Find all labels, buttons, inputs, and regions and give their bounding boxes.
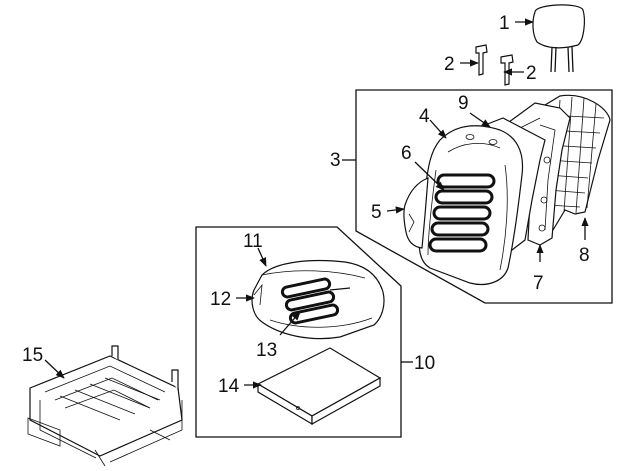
callout-7: 7: [533, 273, 544, 294]
headrest-guide-right: [500, 54, 514, 86]
callout-9: 9: [458, 93, 469, 114]
seat-track: [27, 345, 183, 467]
backrest-heater: [428, 173, 496, 253]
callout-2-left: 2: [444, 54, 455, 75]
callout-4: 4: [419, 106, 430, 127]
cushion-heater: [280, 277, 351, 325]
headrest-guide-left: [475, 44, 488, 76]
seatback-group-frame: [355, 89, 613, 304]
callout-10: 10: [414, 353, 435, 374]
backrest-cover: [418, 125, 524, 286]
callout-14: 14: [218, 376, 240, 397]
callout-15: 15: [22, 345, 43, 366]
headrest: [532, 4, 585, 73]
callout-1: 1: [499, 13, 510, 34]
callout-11: 11: [243, 231, 263, 252]
callout-5: 5: [371, 202, 382, 223]
callout-13: 13: [256, 340, 277, 361]
callout-8: 8: [579, 245, 590, 266]
cushion-pad: [256, 347, 382, 426]
callout-6: 6: [401, 143, 412, 164]
backrest-side-trim: [403, 177, 429, 249]
callout-2-right: 2: [526, 63, 537, 84]
callout-12: 12: [210, 289, 231, 310]
callout-3: 3: [330, 150, 341, 171]
